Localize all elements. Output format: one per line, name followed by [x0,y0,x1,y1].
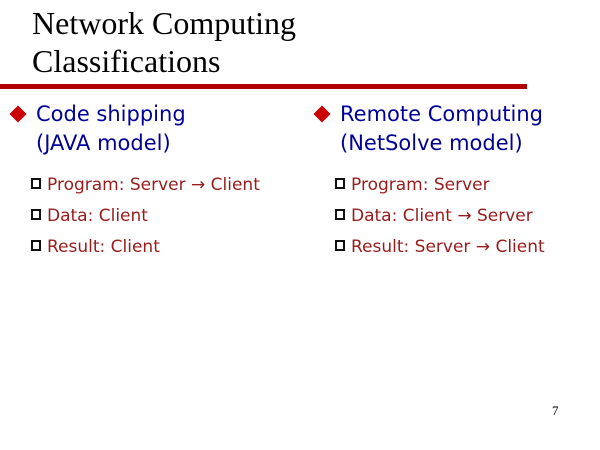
heading-line: Code shipping [36,102,186,126]
page-title: Network Computing Classifications [32,5,296,79]
bullet-heading: Code shipping (JAVA model) [36,100,186,158]
sub-item-label: Result: Server → Client [351,237,545,257]
square-bullet-icon [335,240,345,251]
title-underline [0,84,527,89]
bullet-heading-row: Remote Computing (NetSolve model) [312,100,600,158]
sub-item-label: Result: Client [47,237,160,257]
square-bullet-icon [31,209,41,220]
subheading-line: (JAVA model) [36,131,171,155]
column-code-shipping: Code shipping (JAVA model) Program: Serv… [8,100,300,268]
sub-item-label: Program: Server [351,175,490,195]
list-item: Result: Client [31,237,300,258]
subheading-line: (NetSolve model) [340,131,523,155]
square-bullet-icon [31,178,41,189]
page-number: 7 [552,403,559,418]
list-item: Data: Client → Server [335,206,600,227]
list-item: Data: Client [31,206,300,227]
list-item: Program: Server → Client [31,175,300,196]
heading-line: Remote Computing [340,102,544,126]
bullet-heading-row: Code shipping (JAVA model) [8,100,300,158]
diamond-bullet-icon [313,105,331,123]
diamond-bullet-icon [9,105,27,123]
sub-list: Program: Server Data: Client → Server Re… [312,175,600,258]
sub-item-label: Data: Client [47,206,148,226]
list-item: Result: Server → Client [335,237,600,258]
square-bullet-icon [335,209,345,220]
sub-list: Program: Server → Client Data: Client Re… [8,175,300,258]
square-bullet-icon [31,240,41,251]
bullet-heading: Remote Computing (NetSolve model) [340,100,543,158]
sub-item-label: Data: Client → Server [351,206,533,226]
square-bullet-icon [335,178,345,189]
sub-item-label: Program: Server → Client [47,175,260,195]
list-item: Program: Server [335,175,600,196]
column-remote-computing: Remote Computing (NetSolve model) Progra… [312,100,600,268]
